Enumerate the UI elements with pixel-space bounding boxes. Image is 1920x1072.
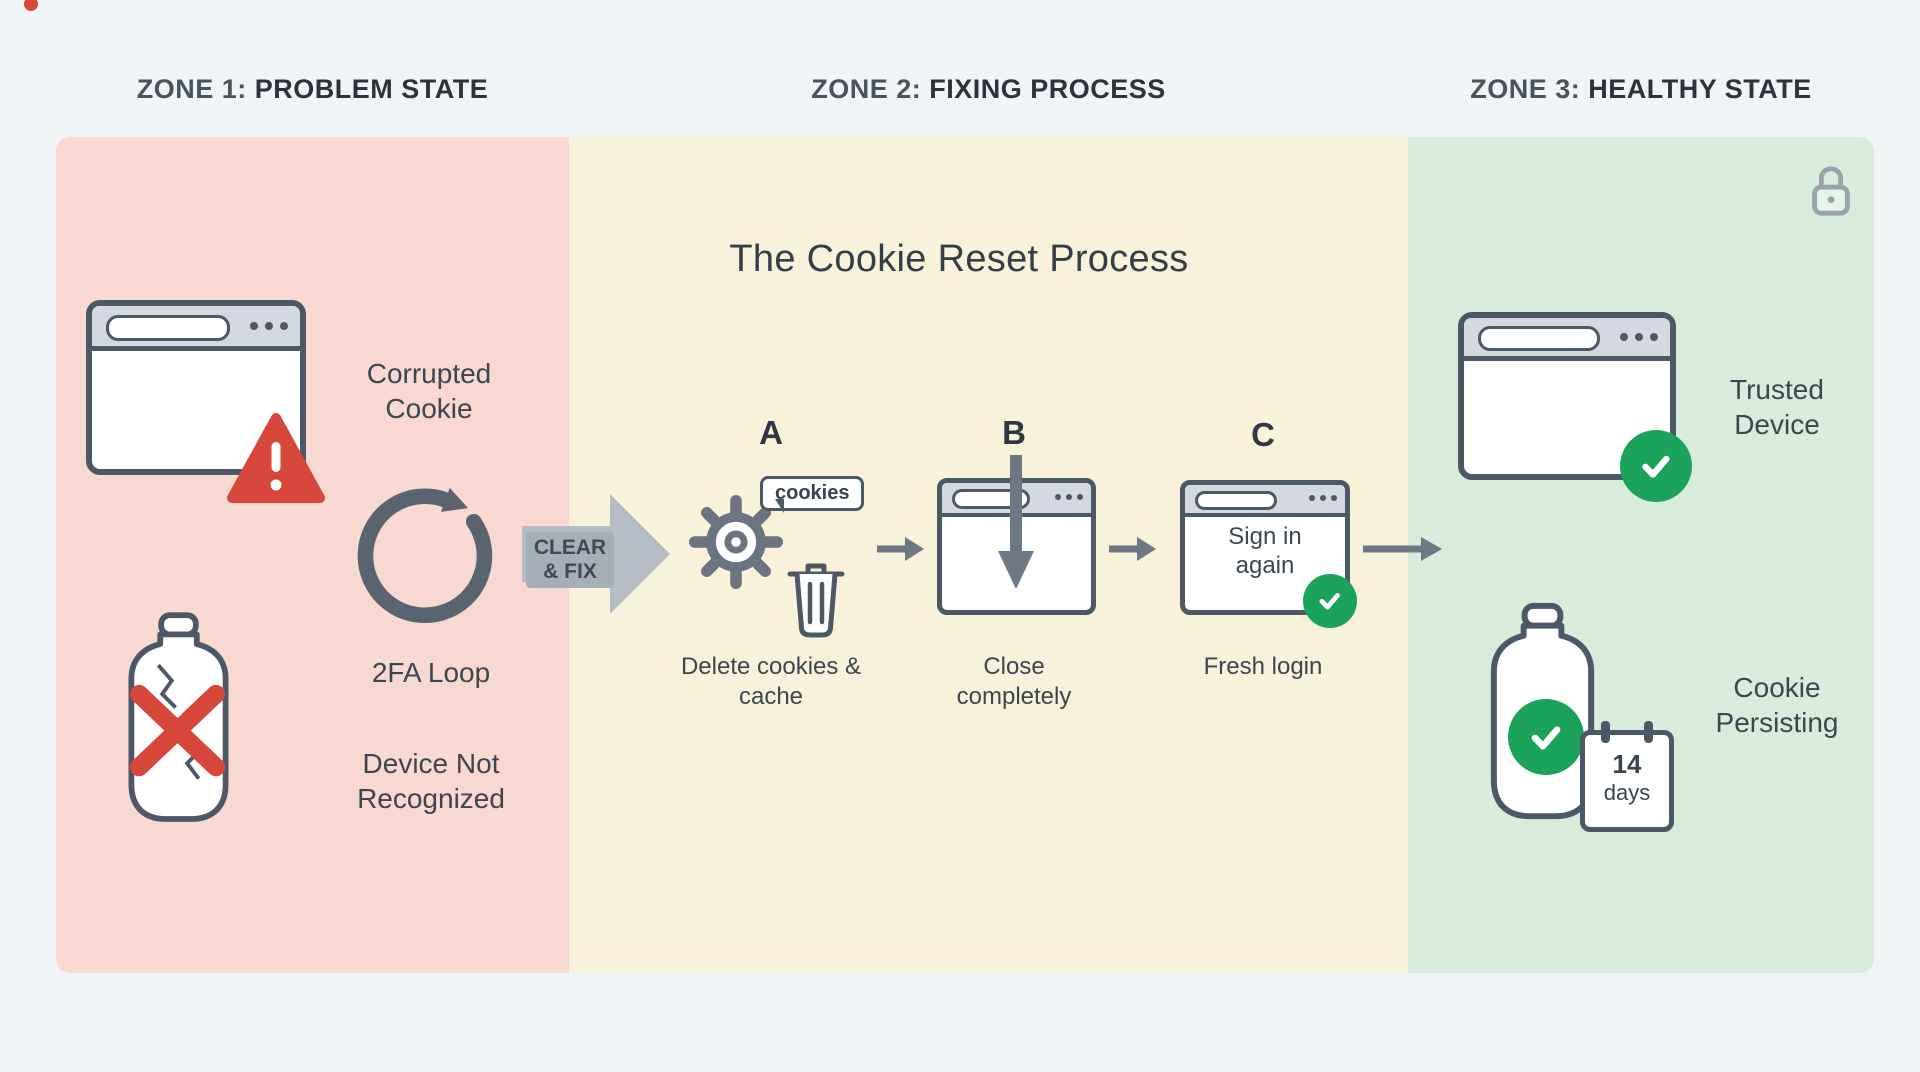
- arrow-b-to-c-icon: [1109, 537, 1156, 561]
- zone1-header: ZONE 1:PROBLEM STATE: [56, 74, 569, 105]
- browser-titlebar: [1464, 318, 1670, 361]
- address-bar: [1195, 491, 1277, 510]
- zone1-header-prefix: ZONE 1:: [136, 74, 247, 104]
- zone1-header-title: PROBLEM STATE: [254, 74, 489, 104]
- zone3-header-prefix: ZONE 3:: [1470, 74, 1581, 104]
- browser-titlebar: [92, 306, 300, 351]
- signin-text: Sign in again: [1228, 523, 1302, 579]
- calendar-icon: 14 days: [1580, 721, 1674, 832]
- step-b-letter: B: [1002, 414, 1026, 451]
- signin-browser-window: Sign in again: [1180, 480, 1357, 628]
- clear-fix-label: CLEAR & FIX: [526, 532, 614, 589]
- clear-fix-arrow: CLEAR & FIX: [522, 486, 672, 622]
- window-dots-icon: [1309, 495, 1337, 501]
- lock-icon: [1812, 166, 1850, 216]
- calendar-ring-icon: [1644, 721, 1653, 743]
- cookie-persisting-label: Cookie Persisting: [1715, 672, 1839, 738]
- broken-cookie-jar-icon: [128, 612, 229, 822]
- gear-icon: [688, 494, 784, 590]
- device-not-recognized-label: Device Not Recognized: [357, 748, 505, 814]
- zone2-header-title: FIXING PROCESS: [929, 74, 1166, 104]
- zone3-header: ZONE 3:HEALTHY STATE: [1408, 74, 1874, 105]
- cookies-bubble: cookies: [760, 476, 865, 513]
- zone2-header-prefix: ZONE 2:: [811, 74, 922, 104]
- closing-browser-window: [937, 455, 1096, 615]
- address-bar: [106, 315, 230, 341]
- step-a-letter: A: [759, 414, 783, 451]
- window-dots-icon: [1055, 494, 1083, 500]
- address-bar: [1478, 326, 1600, 351]
- trash-icon: [787, 563, 845, 638]
- zone-healthy-state: [1408, 137, 1874, 973]
- decorative-dot: [24, 0, 38, 11]
- step-a-caption: Delete cookies & cache: [680, 653, 862, 710]
- trusted-browser-window: [1458, 312, 1692, 502]
- step-b-caption: Close completely: [956, 653, 1072, 710]
- check-circle-icon: [1303, 574, 1357, 628]
- 2fa-loop-label: 2FA Loop: [371, 657, 491, 688]
- warning-triangle-icon: [227, 413, 325, 503]
- diagram-title: The Cookie Reset Process: [729, 238, 1189, 280]
- step-c-letter: C: [1251, 416, 1275, 453]
- check-circle-icon: [1508, 699, 1584, 775]
- step-c-caption: Fresh login: [1203, 653, 1323, 680]
- corrupted-browser-window: [86, 300, 306, 475]
- persisting-cookie-group: 14 days: [1478, 598, 1688, 838]
- window-dots-icon: [250, 322, 288, 330]
- zone3-header-title: HEALTHY STATE: [1588, 74, 1812, 104]
- red-x-icon: [129, 684, 226, 777]
- calendar-days-unit: days: [1603, 780, 1651, 805]
- trusted-device-label: Trusted Device: [1730, 374, 1824, 440]
- browser-titlebar: [1185, 485, 1345, 517]
- check-circle-icon: [1620, 430, 1692, 502]
- refresh-loop-icon: [357, 487, 493, 623]
- step-a-icons: cookies: [680, 470, 870, 645]
- calendar-ring-icon: [1601, 721, 1610, 743]
- arrow-c-to-zone3-icon: [1363, 537, 1442, 561]
- down-arrow-icon: [998, 455, 1034, 589]
- corrupted-cookie-label: Corrupted Cookie: [366, 358, 492, 424]
- window-dots-icon: [1620, 333, 1658, 341]
- zone2-header: ZONE 2:FIXING PROCESS: [569, 74, 1408, 105]
- calendar-days-number: 14: [1612, 749, 1642, 779]
- arrow-a-to-b-icon: [877, 537, 924, 561]
